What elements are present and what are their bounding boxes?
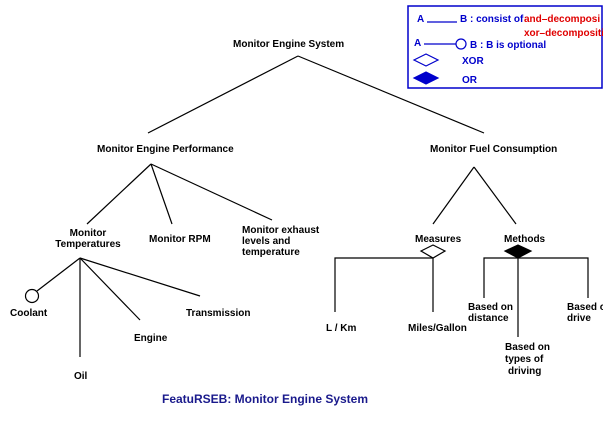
legend-optional-circle-icon	[455, 38, 467, 50]
legend-xor-decomp: xor–decompositi	[524, 28, 603, 39]
node-rpm: Monitor RPM	[149, 234, 211, 245]
legend-optional: B : B is optional	[470, 40, 546, 51]
edge-performance-rpm	[150, 163, 173, 225]
edge-performance-exhaust	[150, 163, 273, 221]
edge-root-fuel	[297, 55, 485, 134]
node-exhaust-1: Monitor exhaust	[242, 225, 320, 236]
node-measures: Measures	[415, 234, 462, 245]
edge-fuel-methods	[473, 166, 517, 225]
legend-and-decomp: and–decomposi	[524, 14, 600, 25]
legend: A B : consist of and–decomposi xor–decom…	[407, 5, 603, 89]
node-distance-1: Based on	[468, 302, 513, 313]
or-diamond-icon	[503, 244, 533, 259]
node-lkm: L / Km	[326, 323, 356, 334]
node-root: Monitor Engine System	[233, 39, 344, 50]
edge-measures-group	[334, 257, 434, 312]
legend-a1: A	[417, 14, 424, 25]
legend-or-diamond-icon	[412, 71, 440, 85]
diagram-caption: FeatuRSEB: Monitor Engine System	[162, 392, 368, 406]
node-types-3: driving	[508, 366, 541, 377]
node-distance-2: distance	[468, 313, 509, 324]
legend-a2: A	[414, 38, 421, 49]
node-fuel: Monitor Fuel Consumption	[430, 144, 557, 155]
node-coolant: Coolant	[10, 308, 48, 319]
node-temperatures-2: Temperatures	[55, 239, 121, 250]
node-oil: Oil	[74, 371, 88, 382]
node-methods: Methods	[504, 234, 546, 245]
node-transmission: Transmission	[186, 308, 250, 319]
node-drive-1: Based o	[567, 302, 603, 313]
edge-performance-temperatures	[86, 163, 152, 225]
legend-xor-diamond-icon	[412, 53, 440, 67]
edge-fuel-measures	[432, 166, 475, 225]
edge-methods-group	[483, 257, 589, 298]
xor-diamond-icon	[419, 244, 447, 259]
optional-circle-icon	[24, 288, 40, 304]
node-types-2: types of	[505, 354, 544, 365]
node-exhaust-2: levels and	[242, 236, 290, 247]
node-miles: Miles/Gallon	[408, 323, 467, 334]
edge-temperatures-transmission	[79, 257, 201, 297]
connectors	[36, 55, 589, 357]
node-temperatures-1: Monitor	[70, 228, 107, 239]
edge-root-performance	[147, 55, 299, 134]
node-drive-2: drive	[567, 313, 591, 324]
node-types-1: Based on	[505, 342, 550, 353]
node-performance: Monitor Engine Performance	[97, 144, 234, 155]
legend-consist: B : consist of	[460, 14, 524, 25]
edge-temperatures-coolant	[36, 257, 81, 292]
legend-or: OR	[462, 75, 478, 86]
edge-temperatures-engine	[79, 257, 141, 321]
node-exhaust-3: temperature	[242, 247, 300, 258]
legend-xor: XOR	[462, 56, 484, 67]
node-engine: Engine	[134, 333, 168, 344]
legend-box	[407, 5, 603, 89]
